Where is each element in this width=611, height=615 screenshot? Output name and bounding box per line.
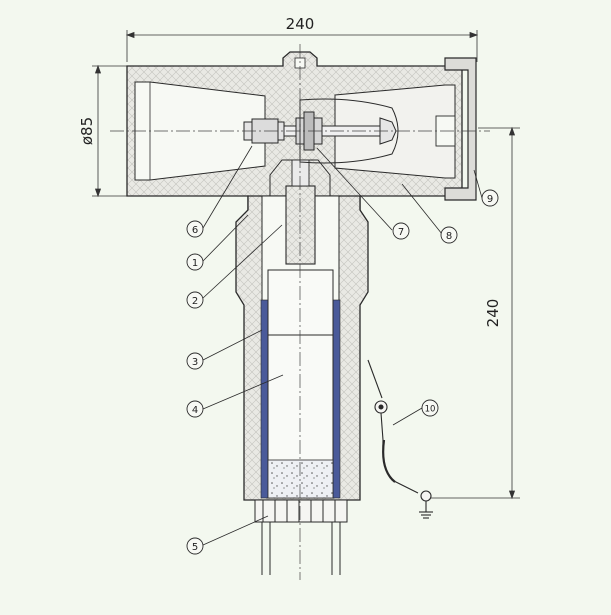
callout-6: 6 xyxy=(186,220,204,238)
svg-text:8: 8 xyxy=(446,231,452,242)
leader-lines xyxy=(202,145,483,546)
svg-text:7: 7 xyxy=(398,227,404,238)
conductor-lug xyxy=(285,185,316,265)
end-cap xyxy=(444,57,477,201)
stress-filler xyxy=(267,459,334,499)
callout-3: 3 xyxy=(186,352,204,370)
callout-1: 1 xyxy=(186,253,204,271)
dimension-top-width-label: 240 xyxy=(286,15,315,33)
svg-text:4: 4 xyxy=(192,405,198,416)
dimension-diameter xyxy=(92,64,135,198)
svg-text:3: 3 xyxy=(192,357,198,368)
svg-text:10: 10 xyxy=(425,405,436,415)
semiconductive-layer-right xyxy=(332,299,341,499)
callout-2: 2 xyxy=(186,291,204,309)
svg-text:5: 5 xyxy=(192,542,198,553)
dimension-diameter-label: ø85 xyxy=(78,117,96,145)
callout-9: 9 xyxy=(481,189,499,207)
callout-5: 5 xyxy=(186,537,204,555)
dimension-top-width xyxy=(125,30,479,62)
dimension-height xyxy=(430,126,520,500)
callout-8: 8 xyxy=(440,226,458,244)
semiconductive-layer-left xyxy=(260,299,269,499)
callout-7: 7 xyxy=(392,222,410,240)
cable-tail xyxy=(261,522,341,575)
earthing-wire xyxy=(367,359,433,519)
svg-text:1: 1 xyxy=(192,258,198,269)
callout-4: 4 xyxy=(186,400,204,418)
cable-insulation xyxy=(267,269,334,471)
svg-text:9: 9 xyxy=(487,194,493,205)
svg-text:2: 2 xyxy=(192,296,198,307)
dimension-height-label: 240 xyxy=(484,299,502,328)
callout-10: 10 xyxy=(421,399,439,417)
svg-text:6: 6 xyxy=(192,225,198,236)
shield-ring xyxy=(254,499,348,523)
center-lines xyxy=(110,44,490,580)
